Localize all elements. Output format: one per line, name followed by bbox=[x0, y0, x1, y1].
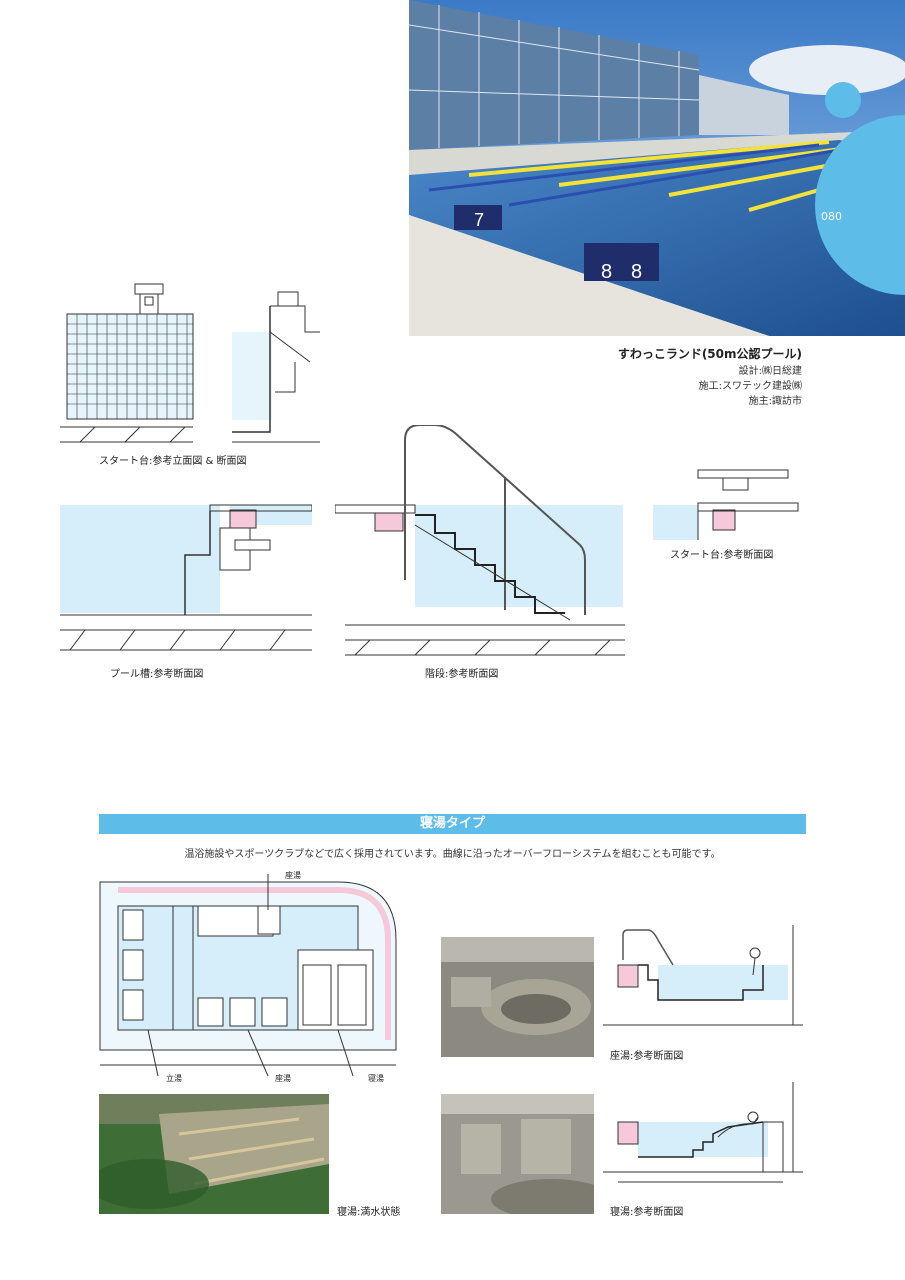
plan-label-zayu: 座湯 bbox=[285, 871, 301, 880]
hero-title: すわっこランド(50m公認プール) bbox=[617, 347, 802, 361]
plan-label-tachiyu: 立湯 bbox=[166, 1074, 182, 1083]
caption-start-elevation: スタート台:参考立面図 & 断面図 bbox=[99, 456, 247, 467]
caption-neyu-section: 寝湯:参考断面図 bbox=[610, 1207, 684, 1218]
bubble-decoration bbox=[815, 82, 905, 295]
hero-pool-photo: 7 8 8 bbox=[409, 0, 905, 336]
section-description: 温浴施設やスポーツクラブなどで広く採用されています。曲線に沿ったオーバーフローシ… bbox=[184, 849, 721, 860]
credit-design: 設計:㈱日総建 bbox=[738, 366, 802, 377]
stairs-section-drawing bbox=[335, 425, 625, 656]
zayu-photo bbox=[441, 937, 594, 1057]
lane-number: 7 bbox=[474, 210, 484, 230]
start-block bbox=[584, 243, 659, 281]
caption-start-section: スタート台:参考断面図 bbox=[670, 550, 774, 561]
bath-plan-drawing bbox=[99, 874, 397, 1077]
caption-full-water: 寝湯:満水状態 bbox=[337, 1207, 401, 1218]
credit-construction: 施工:スワテック建設㈱ bbox=[698, 381, 802, 392]
lane-number: 8 bbox=[631, 261, 642, 283]
start-block-elevation-drawing bbox=[60, 283, 320, 443]
caption-stairs: 階段:参考断面図 bbox=[425, 669, 499, 680]
plan-label-neyu: 寝湯 bbox=[368, 1074, 384, 1083]
lane-number: 8 bbox=[601, 261, 612, 283]
section-heading: 寝湯タイプ bbox=[99, 814, 806, 834]
zayu-section-drawing bbox=[603, 925, 803, 1026]
page-number: 080 bbox=[821, 210, 842, 223]
neyu-section-drawing bbox=[603, 1082, 803, 1183]
plan-label-zayu-2: 座湯 bbox=[275, 1074, 291, 1083]
pool-tank-section-drawing bbox=[60, 504, 312, 651]
neyu-photo bbox=[441, 1094, 594, 1214]
credit-owner: 施主:諏訪市 bbox=[748, 396, 802, 407]
caption-pool-tank: プール槽:参考断面図 bbox=[110, 669, 204, 680]
start-block bbox=[454, 205, 502, 230]
start-block-section-drawing bbox=[653, 469, 799, 540]
caption-zayu-section: 座湯:参考断面図 bbox=[610, 1051, 684, 1062]
full-water-photo bbox=[99, 1094, 329, 1214]
